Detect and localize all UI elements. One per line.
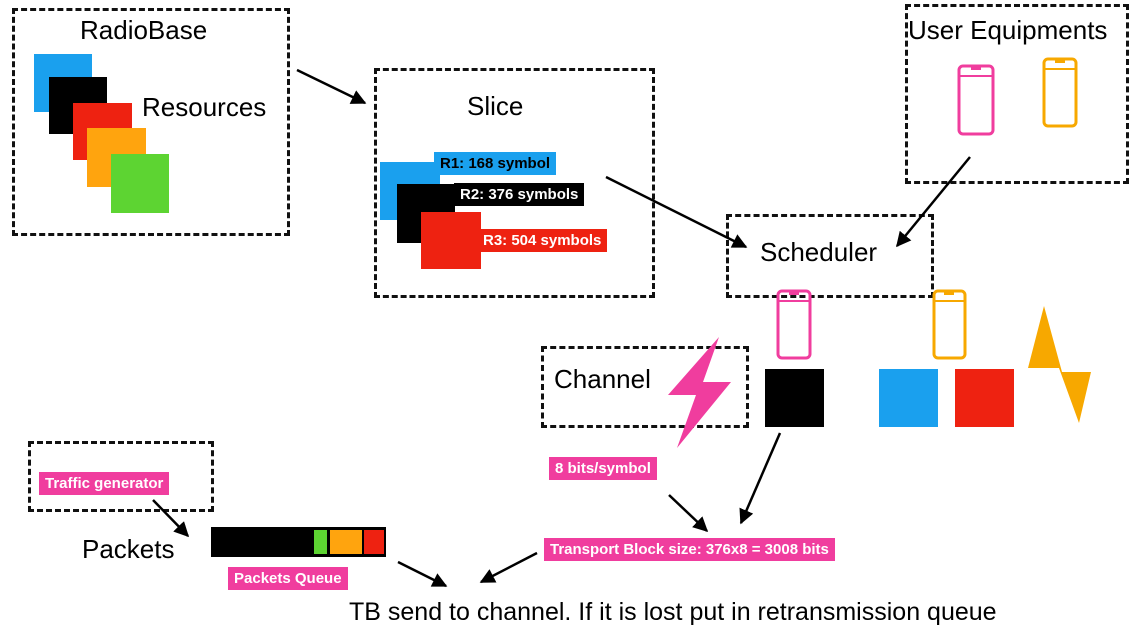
slice-title: Slice [467, 91, 524, 121]
arrow-generator-to-packets [152, 499, 190, 538]
slice-r3-label: R3: 504 symbols [477, 229, 608, 252]
packets-box [28, 441, 214, 512]
caption: TB send to channel. If it is lost put in… [349, 598, 997, 626]
traffic-generator-label: Traffic generator [39, 472, 170, 495]
arrow-tb-to-caption [479, 551, 538, 584]
channel-box [541, 346, 749, 428]
arrow-queue-to-caption [397, 560, 448, 588]
user-equipments-box [905, 4, 1129, 184]
phone-icon [957, 64, 995, 136]
scheduled-resource-blue [879, 369, 938, 427]
packets-title: Packets [82, 534, 175, 564]
resources-label: Resources [142, 92, 267, 122]
slice-r1-label: R1: 168 symbol [434, 152, 557, 175]
slice-box [374, 68, 655, 298]
user-equipments-title: User Equipments [908, 15, 1108, 45]
queue-packet-red [364, 530, 384, 554]
slice-resource-red [421, 212, 481, 269]
scheduled-resource-red [955, 369, 1014, 427]
arrow-ue-to-scheduler [896, 156, 971, 248]
arrow-resource-to-tb [739, 432, 782, 525]
arrow-rate-to-tb [668, 494, 709, 533]
slice-r2-label: R2: 376 symbols [454, 183, 585, 206]
transport-block-label: Transport Block size: 376x8 = 3008 bits [544, 538, 835, 561]
radiobase-resource-green [111, 154, 169, 213]
arrow-radiobase-to-slice [296, 68, 367, 105]
scheduler-box [726, 214, 934, 298]
radiobase-title: RadioBase [80, 15, 208, 45]
scheduled-resource-black [765, 369, 824, 427]
lightning-bolt-icon [1028, 306, 1091, 423]
queue-packet-green [314, 530, 327, 554]
arrow-slice-to-scheduler [605, 175, 748, 249]
packets-queue-label: Packets Queue [228, 567, 348, 590]
radiobase-box [12, 8, 290, 236]
phone-icon [1042, 57, 1078, 128]
channel-title: Channel [554, 364, 651, 394]
lightning-bolt-icon [668, 337, 731, 448]
phone-icon [776, 289, 812, 360]
bits-per-symbol-label: 8 bits/symbol [549, 457, 657, 480]
queue-packet-orange [330, 530, 362, 554]
scheduler-title: Scheduler [760, 237, 878, 267]
phone-icon [932, 289, 967, 360]
